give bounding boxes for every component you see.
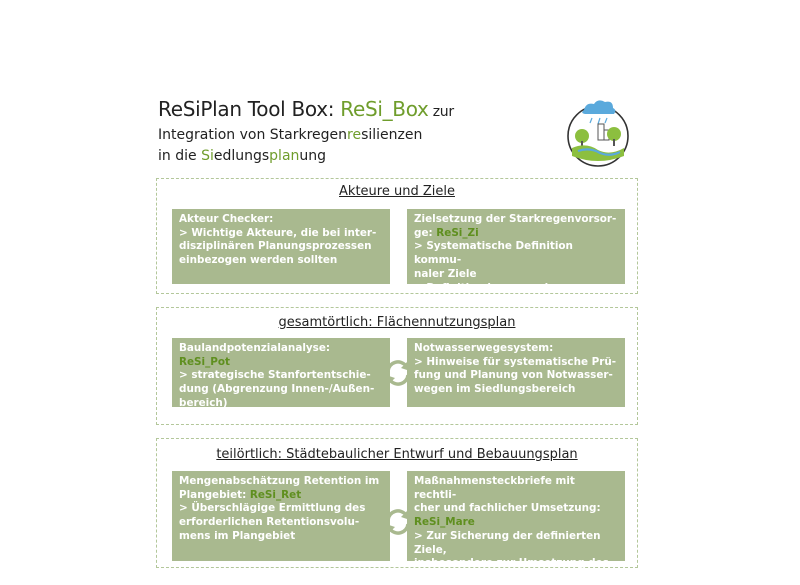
- title-line-2: Integration von Starkregenresilienzen: [158, 125, 558, 146]
- box-line: dung (Abgrenzung Innen-/Außen-: [179, 383, 375, 396]
- box-text: Baulandpotenzialanalyse:: [179, 342, 331, 354]
- title-line-3: in die Siedlungsplanung: [158, 146, 558, 167]
- box-massnahmensteckbriefe: Maßnahmensteckbriefe mit rechtli- cher u…: [407, 471, 625, 583]
- title-text: ung: [299, 148, 327, 164]
- box-text: Plangebiet:: [179, 488, 250, 501]
- cycle-arrows-icon: [386, 360, 410, 386]
- box-akteur-checker: Akteur Checker: > Wichtige Akteure, die …: [172, 209, 390, 284]
- box-line: fung und Planung von Notwasser-: [414, 369, 613, 382]
- section-flaechennutzungsplan: gesamtörtlich: Flächennutzungsplan Baula…: [156, 307, 638, 425]
- box-mengenabschaetzung: Mengenabschätzung Retention im Plangebie…: [172, 471, 390, 561]
- box-line: Zielsetzung der Starkregenvorsor-: [414, 213, 617, 225]
- box-zielsetzung: Zielsetzung der Starkregenvorsor- ge: Re…: [407, 209, 625, 307]
- box-line: > strategische Stanfortentschie-: [179, 369, 371, 382]
- title-text: zur: [428, 104, 454, 120]
- box-notwasserwegesystem: Notwasserwegesystem: > Hinweise für syst…: [407, 338, 625, 407]
- box-line: bereich): [179, 396, 228, 409]
- box-line: cher und fachlicher Umsetzung:: [414, 502, 601, 515]
- box-line: einbezogen werden sollten: [179, 254, 338, 267]
- box-line: > Definition kommunaler Prioritäten: [414, 281, 561, 308]
- box-line: Mengenabschätzung Retention im: [179, 475, 380, 487]
- box-line: > Hinweise für systematische Prü-: [414, 355, 617, 368]
- box-line: rechtlichen Instrumentes: [414, 570, 562, 583]
- title-text: ReSiPlan Tool Box:: [158, 97, 341, 121]
- section-actors-goals: Akteure und Ziele Akteur Checker: > Wich…: [156, 178, 638, 307]
- section-title: teilörtlich: Städtebaulicher Entwurf und…: [216, 447, 578, 462]
- box-line: Maßnahmensteckbriefe mit rechtli-: [414, 475, 575, 501]
- resiplan-logo-icon: [567, 100, 629, 167]
- box-line: > Systematische Definition kommu-: [414, 240, 573, 267]
- box-line: > Überschlägige Ermittlung des: [179, 502, 366, 515]
- section-title: Akteure und Ziele: [339, 184, 455, 199]
- tool-code: ReSi_Pot: [179, 355, 231, 368]
- box-line: Plangebiet: ReSi_Ret: [179, 489, 383, 503]
- box-line: disziplinären Planungsprozessen: [179, 240, 372, 253]
- box-line: Notwasserwegesystem:: [414, 342, 554, 354]
- box-line: Baulandpotenzialanalyse: ReSi_Pot: [179, 342, 383, 369]
- title-text: silienzen: [361, 127, 423, 143]
- box-text: ge:: [414, 226, 437, 239]
- box-line: mens im Plangebiet: [179, 529, 296, 542]
- tool-code: ReSi_Zi: [436, 226, 479, 239]
- title-accent: re: [347, 127, 362, 143]
- title-accent: Si: [201, 148, 214, 164]
- title-text: in die: [158, 148, 202, 164]
- box-baulandpotenzial: Baulandpotenzialanalyse: ReSi_Pot > stra…: [172, 338, 390, 409]
- tool-code: ReSi_Ret: [249, 488, 302, 501]
- box-line: naler Ziele: [414, 267, 477, 280]
- title-accent: plan: [269, 148, 300, 164]
- cycle-arrows-icon: [386, 509, 410, 535]
- section-bebauungsplan: teilörtlich: Städtebaulicher Entwurf und…: [156, 438, 638, 583]
- box-line: erforderlichen Retentionsvolu-: [179, 516, 360, 529]
- title-accent: ReSi_Box: [340, 97, 429, 121]
- title-line-1: ReSiPlan Tool Box: ReSi_Box zur: [158, 96, 558, 125]
- page-title: ReSiPlan Tool Box: ReSi_Box zur Integrat…: [158, 96, 558, 167]
- tool-code: ReSi_Mare: [414, 516, 475, 529]
- box-line: ge: ReSi_Zi: [414, 227, 618, 241]
- box-line: insbesondere zur Umsetzung des: [414, 557, 609, 570]
- section-title: gesamtörtlich: Flächennutzungsplan: [278, 315, 516, 330]
- box-line: Akteur Checker:: [179, 213, 274, 225]
- box-line: > Zur Sicherung der definierten Ziele,: [414, 529, 601, 556]
- box-line: > Wichtige Akteure, die bei inter-: [179, 226, 377, 239]
- box-line: ReSi_Mare: [414, 516, 618, 530]
- box-line: wegen im Siedlungsbereich: [414, 383, 576, 396]
- title-text: Integration von Starkregen: [158, 127, 348, 143]
- title-text: edlungs: [213, 148, 270, 164]
